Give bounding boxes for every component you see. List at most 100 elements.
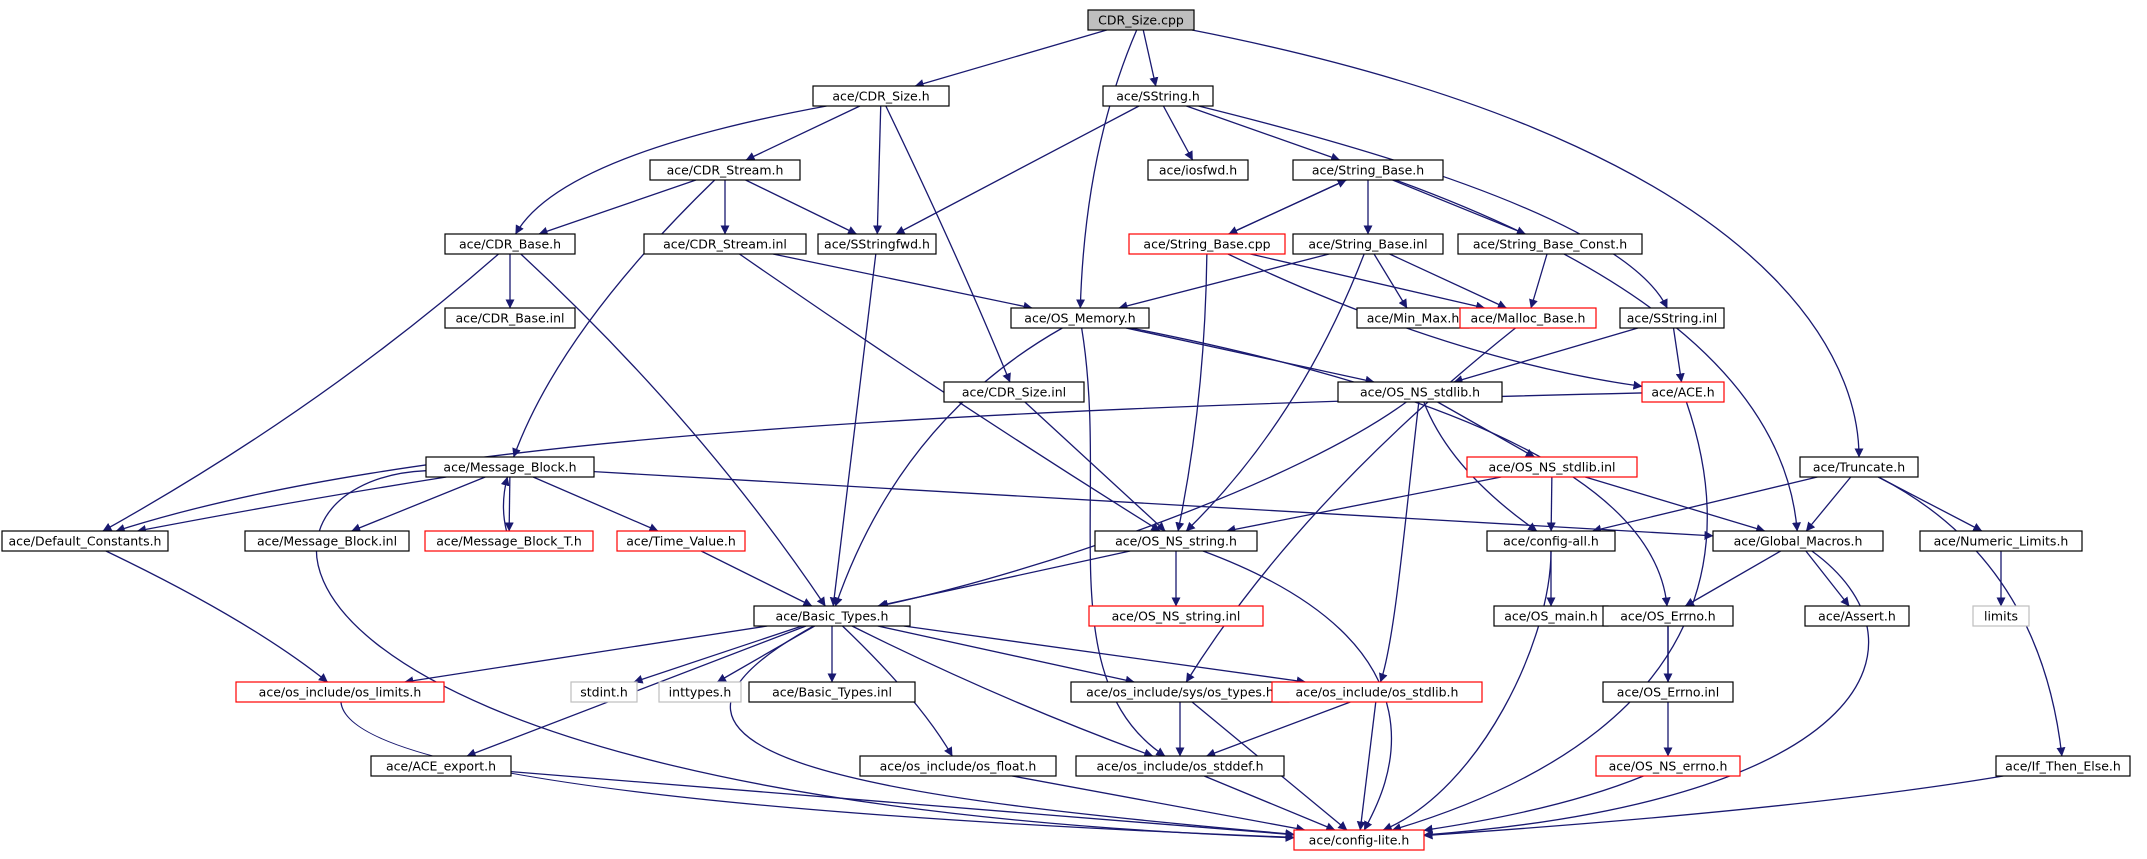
node-os-stddef-h[interactable]: ace/os_include/os_stddef.h [1075, 755, 1285, 777]
node-label: ace/OS_NS_stdlib.inl [1488, 460, 1615, 475]
node-string-base-h[interactable]: ace/String_Base.h [1292, 159, 1444, 181]
node-box [424, 530, 594, 552]
node-cdr-size-h[interactable]: ace/CDR_Size.h [812, 85, 950, 107]
edge-cdr-base-h-to-basic-types-h [520, 253, 826, 607]
node-min-max-h[interactable]: ace/Min_Max.h [1356, 307, 1470, 329]
node-label: limits [1984, 609, 2018, 624]
edge-string-base-inl-to-min-max-h [1373, 253, 1408, 309]
edge-string-base-h-to-global-macros-h [1395, 179, 1801, 532]
node-box [1799, 456, 1919, 478]
node-ace-h[interactable]: ace/ACE.h [1641, 381, 1725, 403]
node-cdr-stream-h[interactable]: ace/CDR_Stream.h [649, 159, 801, 181]
node-box [235, 681, 445, 703]
node-label: ace/OS_Errno.inl [1617, 685, 1719, 700]
node-label: ace/String_Base.h [1312, 163, 1424, 178]
node-sys-os-types-h[interactable]: ace/os_include/sys/os_types.h [1070, 681, 1290, 703]
node-label: ace/Global_Macros.h [1734, 534, 1863, 549]
node-box [425, 456, 595, 478]
edge-string-base-const-h-to-malloc-base-h [1529, 253, 1548, 309]
edge-cdr-size-h-to-sstringfwd-h [873, 105, 882, 235]
edge-sstring-h-to-sstring-inl [1198, 105, 1668, 309]
node-os-errno-h[interactable]: ace/OS_Errno.h [1602, 605, 1734, 627]
node-cdr-size-inl[interactable]: ace/CDR_Size.inl [943, 381, 1085, 403]
node-sstring-h[interactable]: ace/SString.h [1102, 85, 1214, 107]
node-os-stdlib-h[interactable]: ace/os_include/os_stdlib.h [1271, 681, 1483, 703]
node-os-ns-stdlib-inl[interactable]: ace/OS_NS_stdlib.inl [1466, 456, 1638, 478]
node-config-all-h[interactable]: ace/config-all.h [1486, 530, 1616, 552]
node-if-then-else-h[interactable]: ace/If_Then_Else.h [1995, 755, 2131, 777]
node-truncate-h[interactable]: ace/Truncate.h [1799, 456, 1919, 478]
edge-basic-types-h-to-sys-os-types-h [877, 625, 1135, 685]
node-basic-types-inl[interactable]: ace/Basic_Types.inl [748, 681, 916, 703]
node-malloc-base-h[interactable]: ace/Malloc_Base.h [1459, 307, 1597, 329]
node-label: ace/CDR_Stream.h [667, 163, 784, 178]
node-numeric-limits-h[interactable]: ace/Numeric_Limits.h [1919, 530, 2083, 552]
node-string-base-cpp[interactable]: ace/String_Base.cpp [1128, 233, 1286, 255]
node-basic-types-h[interactable]: ace/Basic_Types.h [753, 605, 911, 627]
node-label: ace/SString.inl [1627, 311, 1718, 326]
node-os-main-h[interactable]: ace/OS_main.h [1493, 605, 1609, 627]
node-label: ace/OS_NS_string.inl [1112, 609, 1241, 624]
node-iosfwd-h[interactable]: ace/iosfwd.h [1147, 159, 1249, 181]
node-label: ace/Time_Value.h [626, 534, 736, 549]
edge-message-block-t-h-to-message-block-h [500, 476, 510, 532]
node-box [1804, 605, 1910, 627]
node-sstringfwd-h[interactable]: ace/SStringfwd.h [817, 233, 937, 255]
node-label: ace/ACE.h [1651, 385, 1714, 400]
edge-global-macros-h-to-os-errno-h [1684, 550, 1781, 607]
node-sstring-inl[interactable]: ace/SString.inl [1619, 307, 1725, 329]
node-os-ns-string-inl[interactable]: ace/OS_NS_string.inl [1088, 605, 1264, 627]
node-os-memory-h[interactable]: ace/OS_Memory.h [1010, 307, 1150, 329]
node-assert-h[interactable]: ace/Assert.h [1804, 605, 1910, 627]
edge-string-base-cpp-to-ace-h [1227, 253, 1643, 390]
node-message-block-inl[interactable]: ace/Message_Block.inl [244, 530, 410, 552]
node-config-lite-h[interactable]: ace/config-lite.h [1293, 829, 1425, 851]
node-box [649, 159, 801, 181]
node-os-errno-inl[interactable]: ace/OS_Errno.inl [1602, 681, 1734, 703]
node-message-block-h[interactable]: ace/Message_Block.h [425, 456, 595, 478]
node-box [444, 307, 576, 329]
node-cdr-base-inl[interactable]: ace/CDR_Base.inl [444, 307, 576, 329]
node-string-base-const-h[interactable]: ace/String_Base_Const.h [1457, 233, 1643, 255]
node-box [444, 233, 576, 255]
node-os-ns-errno-h[interactable]: ace/OS_NS_errno.h [1595, 755, 1741, 777]
node-cdr-size-cpp[interactable]: CDR_Size.cpp [1087, 9, 1195, 31]
edge-cdr-size-inl-to-os-ns-string-h [1024, 401, 1166, 532]
node-box [1602, 605, 1734, 627]
node-box [1602, 681, 1734, 703]
node-label: ace/String_Base_Const.h [1473, 237, 1627, 252]
node-os-ns-stdlib-h[interactable]: ace/OS_NS_stdlib.h [1337, 381, 1503, 403]
edge-cdr-size-cpp-to-truncate-h [1191, 29, 1864, 458]
node-time-value-h[interactable]: ace/Time_Value.h [616, 530, 746, 552]
edge-ace-h-to-default-constants-h [115, 392, 1643, 533]
node-box [753, 605, 911, 627]
edge-os-memory-h-to-os-ns-stdlib-h [1125, 327, 1375, 385]
node-box [1102, 85, 1214, 107]
node-default-constants-h[interactable]: ace/Default_Constants.h [1, 530, 169, 552]
node-global-macros-h[interactable]: ace/Global_Macros.h [1712, 530, 1884, 552]
node-ace-export-h[interactable]: ace/ACE_export.h [370, 755, 512, 777]
node-label: ace/Message_Block.inl [257, 534, 397, 549]
edge-sstring-inl-to-os-ns-stdlib-h [1453, 327, 1639, 384]
node-box [244, 530, 410, 552]
edge-os-ns-stdlib-h-to-os-stdlib-h [1378, 401, 1420, 683]
edge-cdr-size-cpp-to-os-memory-h [1076, 29, 1138, 309]
node-cdr-stream-inl[interactable]: ace/CDR_Stream.inl [643, 233, 807, 255]
node-label: ace/Malloc_Base.h [1471, 311, 1586, 326]
node-os-float-h[interactable]: ace/os_include/os_float.h [859, 755, 1057, 777]
node-box [643, 233, 807, 255]
node-cdr-base-h[interactable]: ace/CDR_Base.h [444, 233, 576, 255]
node-label: ace/String_Base.cpp [1143, 237, 1270, 252]
node-box [859, 755, 1057, 777]
node-box [1457, 233, 1643, 255]
node-os-limits-h[interactable]: ace/os_include/os_limits.h [235, 681, 445, 703]
node-label: ace/os_include/os_stddef.h [1096, 759, 1263, 774]
node-message-block-t-h[interactable]: ace/Message_Block_T.h [424, 530, 594, 552]
node-label: ace/os_include/sys/os_types.h [1086, 685, 1274, 700]
node-os-ns-string-h[interactable]: ace/OS_NS_string.h [1094, 530, 1258, 552]
edge-basic-types-h-to-config-lite-h [729, 625, 1295, 839]
node-label: CDR_Size.cpp [1098, 13, 1184, 28]
edge-string-base-cpp-to-string-base-h [1228, 179, 1347, 235]
node-string-base-inl[interactable]: ace/String_Base.inl [1292, 233, 1444, 255]
edge-os-stddef-h-to-config-lite-h [1203, 775, 1336, 831]
